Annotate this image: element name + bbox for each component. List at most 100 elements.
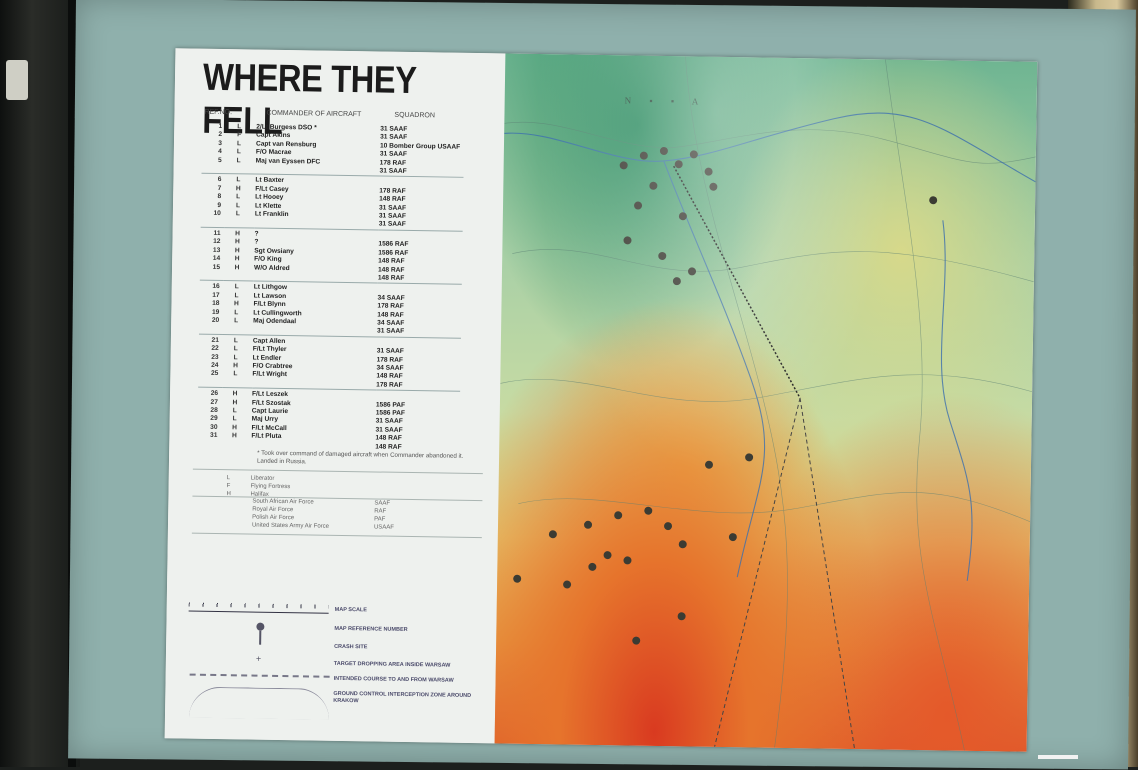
map-region-label: N ▪ ▪ A [624,95,707,107]
crash-site-marker [548,530,557,539]
cell-type [223,325,253,334]
footnote: * Took over command of damaged aircraft … [256,449,464,466]
cell-ref: 19 [211,308,220,316]
crash-site-marker [677,612,686,621]
key-map-scale: MAP SCALE [334,606,368,614]
cell-ref: 28 [210,406,218,414]
cell-ref [199,325,223,334]
corner-reflection [1038,755,1078,759]
wall-left-background [0,0,80,767]
air-force-abbr: PAF [374,516,386,523]
crash-site-marker [584,520,593,529]
crash-site-marker [644,506,653,515]
crash-site-marker [929,196,938,205]
cell-ref: 27 [210,398,218,406]
cell-ref: 29 [210,415,218,423]
cell-ref: 16 [199,280,224,292]
header-ref: REF.NO. [204,108,233,117]
cell-ref [201,218,225,227]
crash-site-marker [639,151,648,160]
cell-ref: 31 [209,432,218,440]
crash-site-marker [658,251,667,260]
header-commander: COMMANDER OF AIRCRAFT [266,109,362,119]
crash-site-marker [603,551,612,560]
crash-site-marker [649,181,658,190]
key-map-reference: MAP REFERENCE NUMBER [334,625,408,633]
crash-site-marker [632,636,641,645]
crash-site-marker [678,212,687,221]
map-scale-bar [188,606,329,614]
crash-site-marker [709,182,718,191]
crash-site-marker [689,150,698,159]
crash-site-marker [588,562,597,571]
key-intended-course: INTENDED COURSE TO AND FROM WARSAW [333,675,454,684]
crash-site-marker [704,460,713,469]
crash-site-marker [728,533,737,542]
crash-site-marker [563,580,572,589]
cell-ref: 21 [198,333,223,346]
interception-zone-arc [188,686,330,720]
cell-ref: 6 [201,173,226,185]
cell-ref: 20 [211,316,220,324]
air-force-name: United States Army Air Force [251,522,330,530]
cell-ref [202,165,226,174]
cell-ref: 23 [211,353,219,361]
crash-site-marker [623,556,632,565]
cell-ref: 24 [211,361,219,369]
crash-site-marker [623,236,632,245]
header-squadron: SQUADRON [394,111,435,120]
wall-clip [6,60,28,100]
cell-type: L [225,174,256,186]
cell-ref [200,272,224,281]
crash-site-marker [513,574,522,583]
cell-ref: 3 [218,139,223,147]
cell-ref: 13 [212,246,221,254]
crash-site-marker [619,161,628,170]
air-force-abbr: RAF [374,508,387,515]
cell-type [226,165,256,174]
crash-site-marker [664,522,673,531]
legend-panel: WHERE THEY FELL REF.NO. COMMANDER OF AIR… [164,48,521,744]
cell-type [221,441,251,450]
cell-ref: 7 [217,184,222,192]
cell-type: H [224,227,255,239]
aircraft-name: Liberator [250,475,275,482]
cell-ref: 18 [212,300,220,308]
cell-ref: 5 [217,156,222,164]
crash-site-marker [634,201,643,210]
cell-type [224,272,254,281]
map-overlay [500,56,1036,751]
crash-site-cross-icon: + [255,653,262,664]
cell-ref [197,440,221,449]
cell-type [222,379,252,388]
cell-ref [198,378,222,387]
cell-type [225,219,255,228]
cell-ref: 11 [200,227,225,239]
map-reference-pin-icon [256,622,265,631]
cell-ref: 2 [218,131,223,139]
key-crash-site: CRASH SITE [334,643,368,651]
cell-ref: 26 [197,387,223,399]
cell-ref: 12 [213,238,221,246]
crash-site-marker [688,267,697,276]
cell-type: L [223,280,254,293]
air-force-abbr: SAAF [374,500,391,507]
cell-ref: 14 [212,254,221,263]
cell-ref: 25 [210,370,219,378]
key-interception-zone: GROUND CONTROL INTERCEPTION ZONE AROUND … [333,690,472,705]
crash-site-marker [745,453,754,462]
crash-site-marker [659,146,668,155]
crash-site-marker [704,167,713,176]
cell-ref: 15 [212,263,221,271]
air-force-abbr: USAAF [373,524,395,531]
relief-map: N ▪ ▪ A [494,53,1038,752]
air-force-item: United States Army Air Force USAAF [252,522,394,532]
cell-type: H [221,387,253,400]
crash-site-marker [672,277,681,286]
cell-ref: 8 [217,193,222,201]
cell-ref: 30 [210,423,218,431]
crash-site-marker [678,540,687,549]
crash-site-marker [614,511,623,520]
aircraft-name: Flying Fortress [250,483,291,491]
